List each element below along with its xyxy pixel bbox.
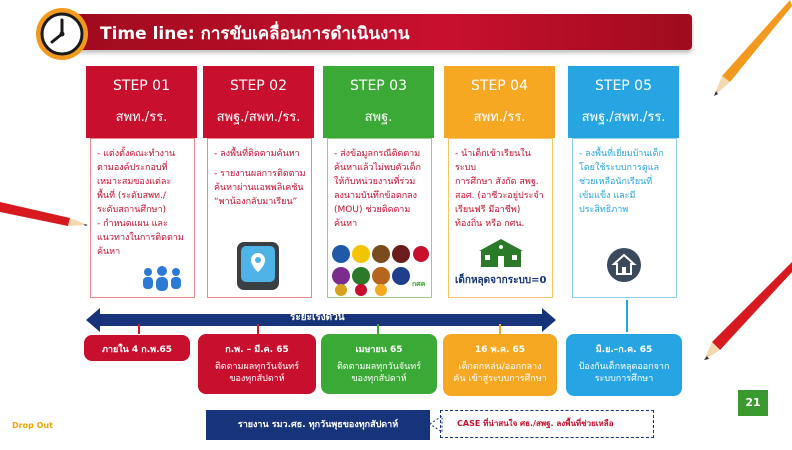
date-box-4: 16 พ.ค. 65 เด็กตกหล่น/ออกกลางคัน เข้าสู่… — [443, 334, 557, 396]
footer-dropout: Drop Out — [12, 421, 53, 430]
school-icon — [479, 239, 523, 267]
step-01-number: STEP 01 — [113, 78, 170, 94]
date-box-3-title: เมษายน 65 — [355, 345, 403, 355]
step-04-org: สพท./รร. — [473, 110, 526, 125]
pencil-top-right-icon — [714, 0, 792, 96]
date-box-3-sub: ติดตามผลทุกวันจันทร์ ของทุกสัปดาห์ — [336, 362, 422, 384]
step-03-number: STEP 03 — [350, 78, 407, 94]
page-title: Time line: การขับเคลื่อนการดำเนินงาน — [100, 24, 410, 44]
drop-connector-1 — [138, 324, 140, 334]
date-box-2-title: ก.พ. – มี.ค. 65 — [225, 345, 289, 355]
step-01-header: STEP 01 สพท./รร. — [86, 66, 197, 138]
step-01-card: STEP 01 สพท./รร. - แต่งตั้งคณะทำงานตามอง… — [86, 66, 197, 300]
clock-icon — [36, 8, 88, 60]
step-05-text: - ลงพื้นที่เยี่ยมบ้านเด็กโดยใช้ระบบการดู… — [579, 149, 664, 215]
step-05-org: สพฐ./สพท./รร. — [581, 110, 666, 125]
step-02-header: STEP 02 สพฐ./สพท./รร. — [203, 66, 314, 138]
step-01-body: - แต่งตั้งคณะทำงานตามองค์ประกอบที่เหมาะส… — [90, 138, 195, 298]
date-box-4-title: 16 พ.ค. 65 — [474, 345, 526, 355]
step-05-body: - ลงพื้นที่เยี่ยมบ้านเด็กโดยใช้ระบบการดู… — [572, 138, 677, 298]
date-box-5-sub: ป้องกันเด็กหลุดออกจาก ระบบการศึกษา — [578, 362, 670, 384]
step-05-number: STEP 05 — [595, 78, 652, 94]
header-bar — [74, 14, 692, 50]
case-box: CASE ที่น่าสนใจ ศธ./สพฐ. ลงพื้นที่ช่วยเห… — [440, 410, 654, 438]
drop-connector-4 — [499, 324, 501, 334]
step-03-text: - ส่งข้อมูลกรณีติดตามค้นหาแล้วไม่พบตัวเด… — [334, 149, 421, 229]
app-location-icon — [237, 242, 279, 290]
team-icon — [143, 266, 181, 291]
step-01-text: - แต่งตั้งคณะทำงานตามองค์ประกอบที่เหมาะส… — [97, 149, 184, 257]
step-05-header: STEP 05 สพฐ./สพท./รร. — [568, 66, 679, 138]
report-banner: รายงาน รมว.ศธ. ทุกวันพุธของทุกสัปดาห์ — [206, 410, 430, 440]
mou-logo-label: กศค — [412, 280, 426, 288]
step-03-card: STEP 03 สพฐ. - ส่งข้อมูลกรณีติดตามค้นหาแ… — [323, 66, 434, 300]
step-03-header: STEP 03 สพฐ. — [323, 66, 434, 138]
date-box-5: มิ.ย.–ก.ค. 65 ป้องกันเด็กหลุดออกจาก ระบบ… — [566, 334, 682, 396]
drop-connector-2 — [257, 324, 259, 334]
home-icon — [607, 248, 641, 282]
step-03-body: - ส่งข้อมูลกรณีติดตามค้นหาแล้วไม่พบตัวเด… — [327, 138, 432, 298]
date-box-2: ก.พ. – มี.ค. 65 ติดตามผลทุกวันจันทร์ ของ… — [198, 334, 316, 394]
pencil-bottom-right-icon — [704, 262, 792, 360]
drop-connector-3 — [377, 324, 379, 334]
step-04-text: - นำเด็กเข้าเรียนในระบบการศึกษา สังกัด ส… — [455, 149, 544, 229]
step-04-number: STEP 04 — [471, 78, 528, 94]
step-04-note: เด็กหลุดจากระบบ=0 — [455, 275, 547, 286]
date-box-5-title: มิ.ย.–ก.ค. 65 — [595, 345, 653, 355]
date-box-2-sub: ติดตามผลทุกวันจันทร์ ของทุกสัปดาห์ — [214, 362, 300, 384]
step-02-number: STEP 02 — [230, 78, 287, 94]
step-02-org: สพฐ./สพท./รร. — [216, 110, 301, 125]
date-box-1: ภายใน 4 ก.พ.65 — [84, 335, 190, 361]
timeline-label: ระยะเร่งด่วน — [290, 312, 345, 323]
step-04-body: - นำเด็กเข้าเรียนในระบบการศึกษา สังกัด ส… — [448, 138, 553, 298]
step-04-card: STEP 04 สพท./รร. - นำเด็กเข้าเรียนในระบบ… — [444, 66, 555, 300]
date-box-1-title: ภายใน 4 ก.พ.65 — [101, 345, 173, 355]
case-arrow-icon — [430, 416, 443, 432]
date-box-3: เมษายน 65 ติดตามผลทุกวันจันทร์ ของทุกสัป… — [321, 334, 437, 394]
pencil-left-icon — [0, 202, 88, 226]
step-01-org: สพท./รร. — [115, 110, 168, 125]
drop-connector-5 — [626, 300, 628, 332]
step-02-card: STEP 02 สพฐ./สพท./รร. - ลงพื้นที่ติดตามค… — [203, 66, 314, 300]
step-02-text: - ลงพื้นที่ติดตามค้นหา- รายงานผลการติดตา… — [214, 149, 306, 207]
step-03-org: สพฐ. — [364, 110, 393, 125]
step-02-body: - ลงพื้นที่ติดตามค้นหา- รายงานผลการติดตา… — [207, 138, 312, 298]
timeline-arrow — [86, 308, 556, 332]
page-number: 21 — [738, 390, 768, 416]
step-04-header: STEP 04 สพท./รร. — [444, 66, 555, 138]
step-05-card: STEP 05 สพฐ./สพท./รร. - ลงพื้นที่เยี่ยมบ… — [568, 66, 679, 300]
mou-agency-logos — [332, 245, 429, 296]
date-box-4-sub: เด็กตกหล่น/ออกกลางคัน เข้าสู่ระบบการศึกษ… — [453, 362, 547, 384]
